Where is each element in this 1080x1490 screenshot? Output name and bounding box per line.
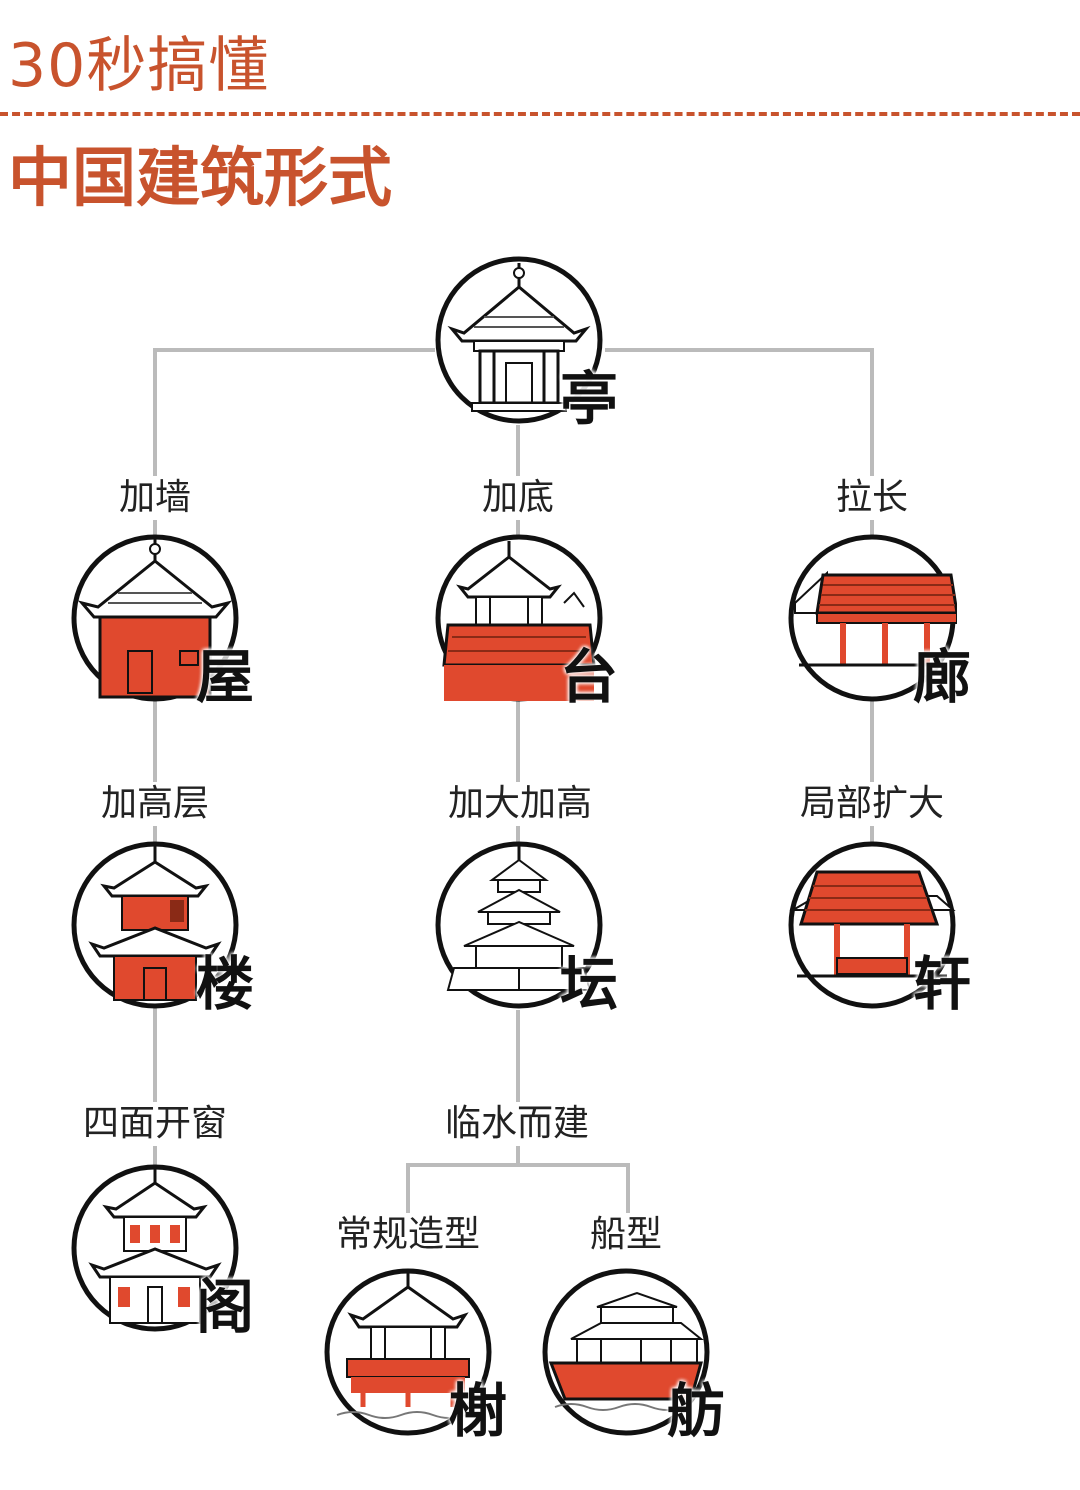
connector-water-split (406, 1163, 630, 1225)
dashed-divider (0, 112, 1080, 116)
node-fang: 舫 (541, 1267, 725, 1443)
node-wu: 屋 (70, 533, 254, 709)
edge-label-partial-expand: 局部扩大 (795, 782, 949, 826)
connector-ting-lang (605, 348, 874, 555)
edge-label-regular-shape: 常规造型 (331, 1213, 485, 1257)
pavilion-tower-icon (71, 1164, 239, 1332)
edge-label-built-by-water: 临水而建 (440, 1102, 594, 1146)
node-char-tan: 坛 (559, 950, 618, 1018)
node-tai: 台 (434, 533, 618, 709)
edge-label-windows-four-sides: 四面开窗 (78, 1102, 232, 1146)
walled-house-icon (71, 534, 239, 702)
node-char-tai: 台 (559, 643, 618, 711)
node-char-fang: 舫 (666, 1377, 725, 1445)
waterside-pavilion-icon (324, 1268, 492, 1436)
edge-label-add-base: 加底 (477, 476, 559, 520)
corridor-icon (788, 534, 957, 702)
node-char-xie: 榭 (448, 1377, 507, 1445)
node-ting: 亭 (434, 255, 618, 431)
node-char-ge: 阁 (195, 1273, 254, 1341)
edge-label-enlarge-raise: 加大加高 (443, 782, 597, 826)
node-tan: 坛 (434, 840, 618, 1016)
node-xie: 榭 (323, 1267, 507, 1443)
edge-label-lengthen: 拉长 (831, 476, 913, 520)
node-lou: 楼 (70, 840, 254, 1016)
node-char-wu: 屋 (195, 643, 254, 711)
edge-label-add-floors: 加高层 (96, 782, 214, 826)
open-hall-icon (788, 841, 956, 1009)
node-char-ting: 亭 (559, 365, 618, 433)
node-char-xuan: 轩 (912, 950, 971, 1018)
node-xuan: 轩 (787, 840, 971, 1016)
edge-label-add-wall: 加墙 (114, 476, 196, 520)
boat-pavilion-icon (542, 1268, 710, 1436)
edge-label-boat-shape: 船型 (585, 1213, 667, 1257)
altar-temple-icon (435, 841, 603, 1009)
pavilion-icon (435, 256, 603, 424)
node-lang: 廊 (787, 533, 971, 709)
storied-building-icon (71, 841, 239, 1009)
node-char-lou: 楼 (195, 950, 254, 1018)
node-char-lang: 廊 (912, 643, 971, 711)
terrace-icon (435, 534, 603, 702)
page-title: 中国建筑形式 (8, 142, 392, 216)
subtitle: 30秒搞懂 (8, 31, 270, 101)
connector-ting-wu (153, 348, 435, 535)
node-ge: 阁 (70, 1163, 254, 1339)
